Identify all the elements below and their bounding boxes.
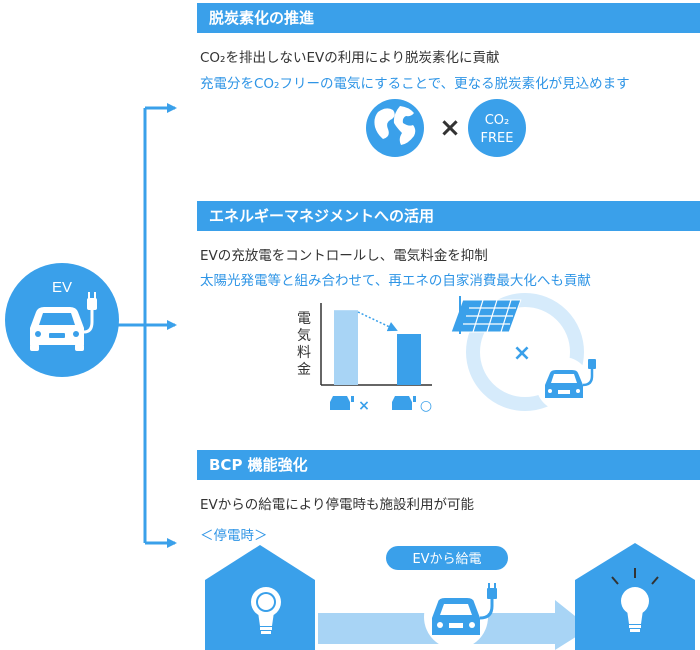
multiply-symbol-2: × (513, 341, 531, 366)
chart-ylabel-char: 料 (297, 345, 311, 361)
lightbulb-off-icon (251, 587, 281, 634)
house-powered (575, 543, 695, 650)
section-desc-bcp: EVからの給電により停電時も施設利用が可能 (200, 497, 474, 513)
globe-icon (366, 99, 424, 157)
small-ev-icon-1 (330, 396, 354, 410)
supply-label: EVから給電 (412, 552, 481, 567)
multiply-symbol-1: × (439, 113, 461, 143)
section-desc-decarbonization: CO₂を排出しないEVの利用により脱炭素化に貢献 (200, 50, 500, 66)
section-note-decarbonization: 充電分をCO₂フリーの電気にすることで、更なる脱炭素化が見込めます (200, 76, 630, 92)
section-note-energy-management: 太陽光発電等と組み合わせて、再エネの自家消費最大化へも貢献 (200, 273, 591, 289)
section-note-outage: ＜停電時＞ (200, 528, 268, 544)
co2-free-line2: FREE (481, 131, 514, 146)
cost-bar-2 (397, 334, 421, 385)
solar-cycle-illustration: × (450, 293, 596, 411)
lightbulb-on-icon (611, 568, 659, 632)
section-title-energy-management: エネルギーマネジメントへの活用 (197, 201, 700, 231)
section-title-decarbonization: 脱炭素化の推進 (197, 3, 700, 33)
cost-reduction-arrow (357, 311, 398, 332)
chart-ylabel: 電気料金 (297, 311, 311, 378)
supply-label-pill: EVから給電 (386, 546, 508, 570)
co2-free-badge: CO₂ FREE (468, 99, 526, 157)
ev-car-icon (30, 292, 97, 351)
house-outage (205, 545, 315, 650)
connector-lines (118, 103, 177, 548)
ev-label: EV (52, 279, 72, 296)
section-title-bcp: BCP 機能強化 (197, 450, 700, 480)
chart-ylabel-char: 気 (297, 328, 311, 344)
chart-ylabel-char: 電 (297, 311, 311, 327)
chart-ylabel-char: 金 (297, 362, 311, 378)
electricity-cost-chart: 電気料金 × ○ (297, 303, 432, 414)
ev-car-supply-icon (424, 583, 497, 649)
cost-bar-1 (334, 310, 358, 385)
ev-car-with-plug-icon (536, 357, 596, 411)
small-ev-icon-2 (392, 396, 416, 410)
co2-free-line1: CO₂ (485, 113, 510, 128)
solar-panel-icon (450, 296, 522, 334)
cost-category-2: ○ (420, 398, 432, 414)
section-desc-energy-management: EVの充放電をコントロールし、電気料金を抑制 (200, 248, 488, 264)
cost-category-1: × (358, 398, 370, 414)
ev-circle: EV (5, 263, 119, 377)
